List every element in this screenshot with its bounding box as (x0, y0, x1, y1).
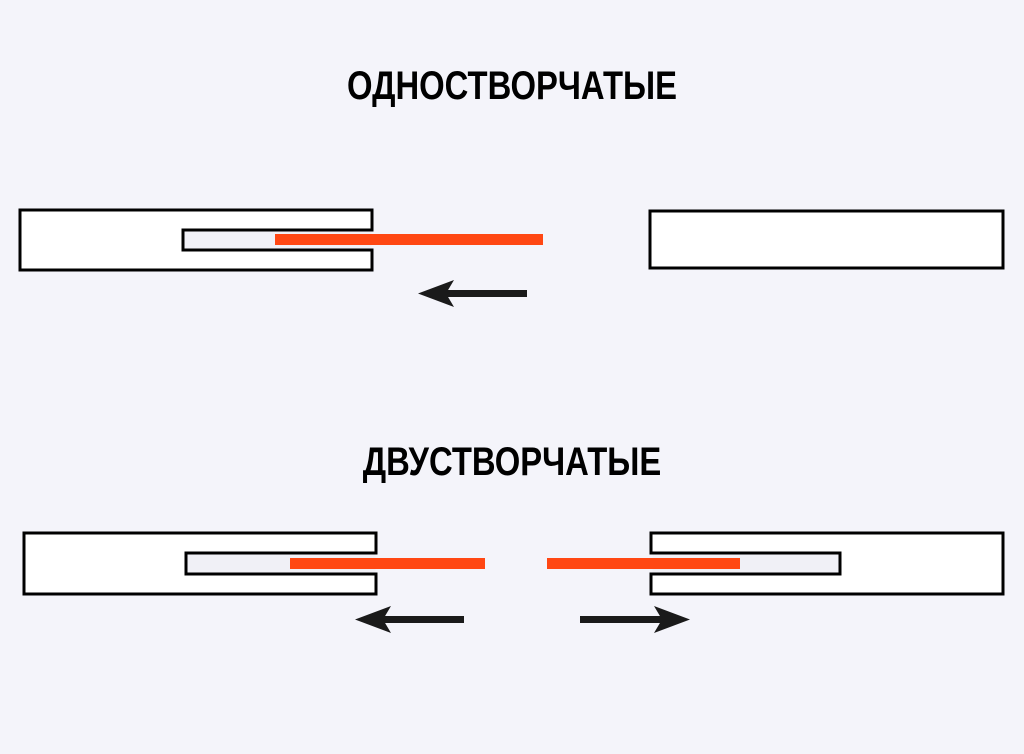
arrow-left-icon (418, 280, 527, 307)
wall-with-pocket-left (18, 208, 374, 272)
wall-right (648, 209, 1005, 270)
title-double-leaf: ДВУСТВОРЧАТЫЕ (362, 440, 662, 484)
door-leaf-right (547, 558, 740, 569)
arrow-left-icon (355, 606, 464, 633)
title-single-leaf: ОДНОСТВОРЧАТЫЕ (347, 64, 677, 108)
wall-with-pocket-right (649, 531, 1005, 596)
double-leaf-diagram (22, 531, 1005, 633)
arrow-right-icon (580, 606, 690, 633)
wall-with-pocket-left (22, 531, 378, 596)
door-leaf-left (290, 558, 485, 569)
door-leaf (275, 234, 543, 245)
single-leaf-diagram (18, 208, 1005, 307)
